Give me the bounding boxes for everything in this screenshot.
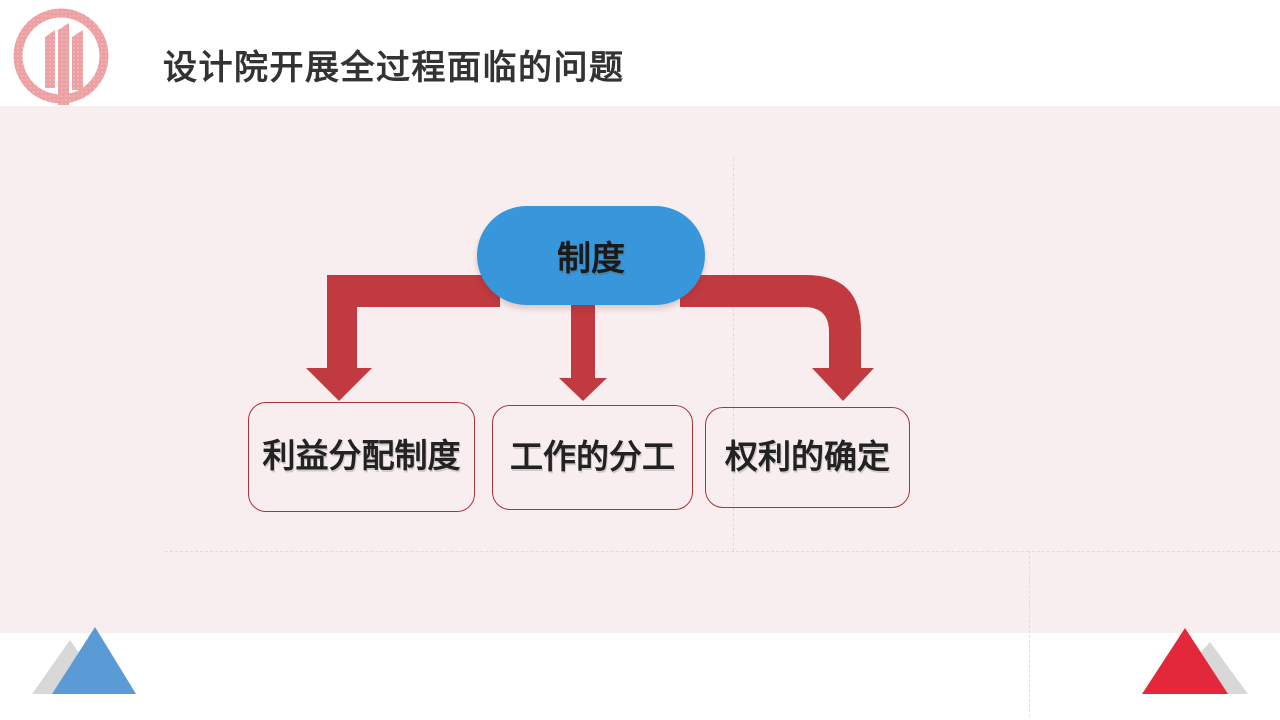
triangle-red-icon <box>1142 628 1228 694</box>
root-node: 制度 <box>477 206 705 305</box>
dashed-guide-vertical-2 <box>1029 551 1030 717</box>
child-node-benefit-distribution: 利益分配制度 <box>248 402 475 512</box>
root-node-label: 制度 <box>557 240 625 278</box>
building-circle-logo-icon <box>13 8 109 105</box>
child-node-work-division: 工作的分工 <box>492 405 693 510</box>
child-node-label: 权利的确定 <box>725 437 890 475</box>
dashed-guide-horizontal <box>165 551 1280 552</box>
child-node-label: 利益分配制度 <box>262 437 461 474</box>
slide-title: 设计院开展全过程面临的问题 <box>163 49 625 87</box>
content-band <box>0 106 1280 633</box>
triangle-gray-right-icon <box>1163 642 1248 694</box>
triangle-gray-left-icon <box>32 640 108 694</box>
child-node-rights-determination: 权利的确定 <box>705 407 910 508</box>
child-node-label: 工作的分工 <box>510 437 675 475</box>
triangle-blue-icon <box>52 627 136 694</box>
